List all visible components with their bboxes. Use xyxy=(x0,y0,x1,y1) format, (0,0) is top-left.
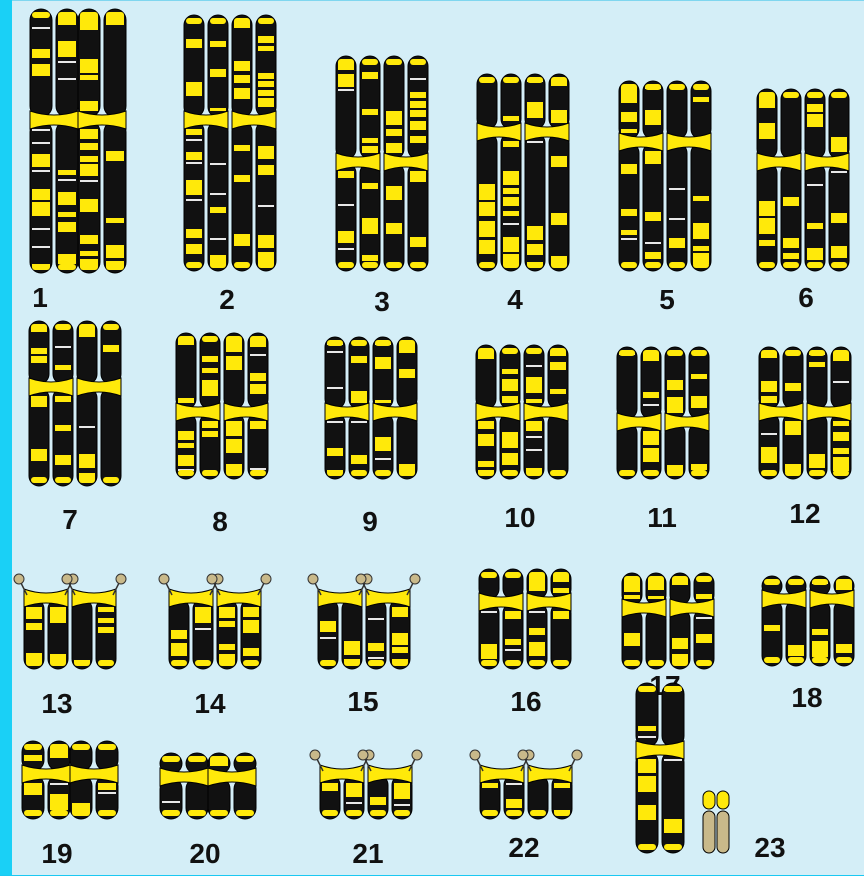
chromosome-label-11: 11 xyxy=(647,502,677,533)
chromosome-pair-18 xyxy=(762,576,854,666)
chromosome-pair-22 xyxy=(470,750,582,819)
chromosome-pair-20 xyxy=(160,753,256,819)
chromosome-label-13: 13 xyxy=(41,688,72,719)
chromosome-label-19: 19 xyxy=(41,838,72,869)
chromosome-label-21: 21 xyxy=(352,838,383,869)
chromosome-pair-12 xyxy=(759,347,851,479)
chromosome-label-4: 4 xyxy=(507,284,523,315)
chromosome-pair-6 xyxy=(757,89,849,271)
chromosome-label-10: 10 xyxy=(504,502,535,533)
chromosome-label-1: 1 xyxy=(32,282,48,313)
chromosome-pair-23 xyxy=(636,683,729,853)
chromosome-pair-13 xyxy=(14,574,126,669)
chromosome-pair-3 xyxy=(336,56,428,271)
chromosome-y xyxy=(703,791,729,853)
chromosome-pair-21 xyxy=(310,750,422,819)
chromosome-pair-16 xyxy=(479,569,571,669)
chromosome-label-14: 14 xyxy=(194,688,226,719)
chromosome-label-9: 9 xyxy=(362,506,378,537)
chromosome-pair-9 xyxy=(325,337,417,479)
chromosome-label-15: 15 xyxy=(347,686,378,717)
chromosome-label-20: 20 xyxy=(189,838,220,869)
chromosome-pair-4 xyxy=(477,74,569,271)
chromosome-pair-17 xyxy=(622,573,714,669)
left-border-strip xyxy=(0,0,12,875)
chromosome-pair-2 xyxy=(184,15,276,271)
chromosome-label-16: 16 xyxy=(510,686,541,717)
chromosome-pair-1 xyxy=(30,9,126,273)
chromosome-pair-19 xyxy=(22,741,118,819)
chromosome-label-3: 3 xyxy=(374,286,390,317)
chromosome-pair-10 xyxy=(476,345,568,479)
chromosome-label-18: 18 xyxy=(791,682,822,713)
chromosome-label-6: 6 xyxy=(798,282,814,313)
chromosome-label-5: 5 xyxy=(659,284,675,315)
chromosome-label-23: 23 xyxy=(754,832,785,863)
chromosome-label-22: 22 xyxy=(508,832,539,863)
chromosome-label-7: 7 xyxy=(62,504,78,535)
chromosome-pair-8 xyxy=(176,333,268,479)
chromosome-pair-14 xyxy=(159,574,271,669)
chromosome-pair-7 xyxy=(29,321,121,486)
chromosome-pair-11 xyxy=(617,347,709,479)
chromosome-label-2: 2 xyxy=(219,284,235,315)
chromosome-label-8: 8 xyxy=(212,506,228,537)
chromosome-label-12: 12 xyxy=(789,498,820,529)
chromosome-pair-5 xyxy=(619,81,711,271)
chromosome-pair-15 xyxy=(308,574,420,669)
